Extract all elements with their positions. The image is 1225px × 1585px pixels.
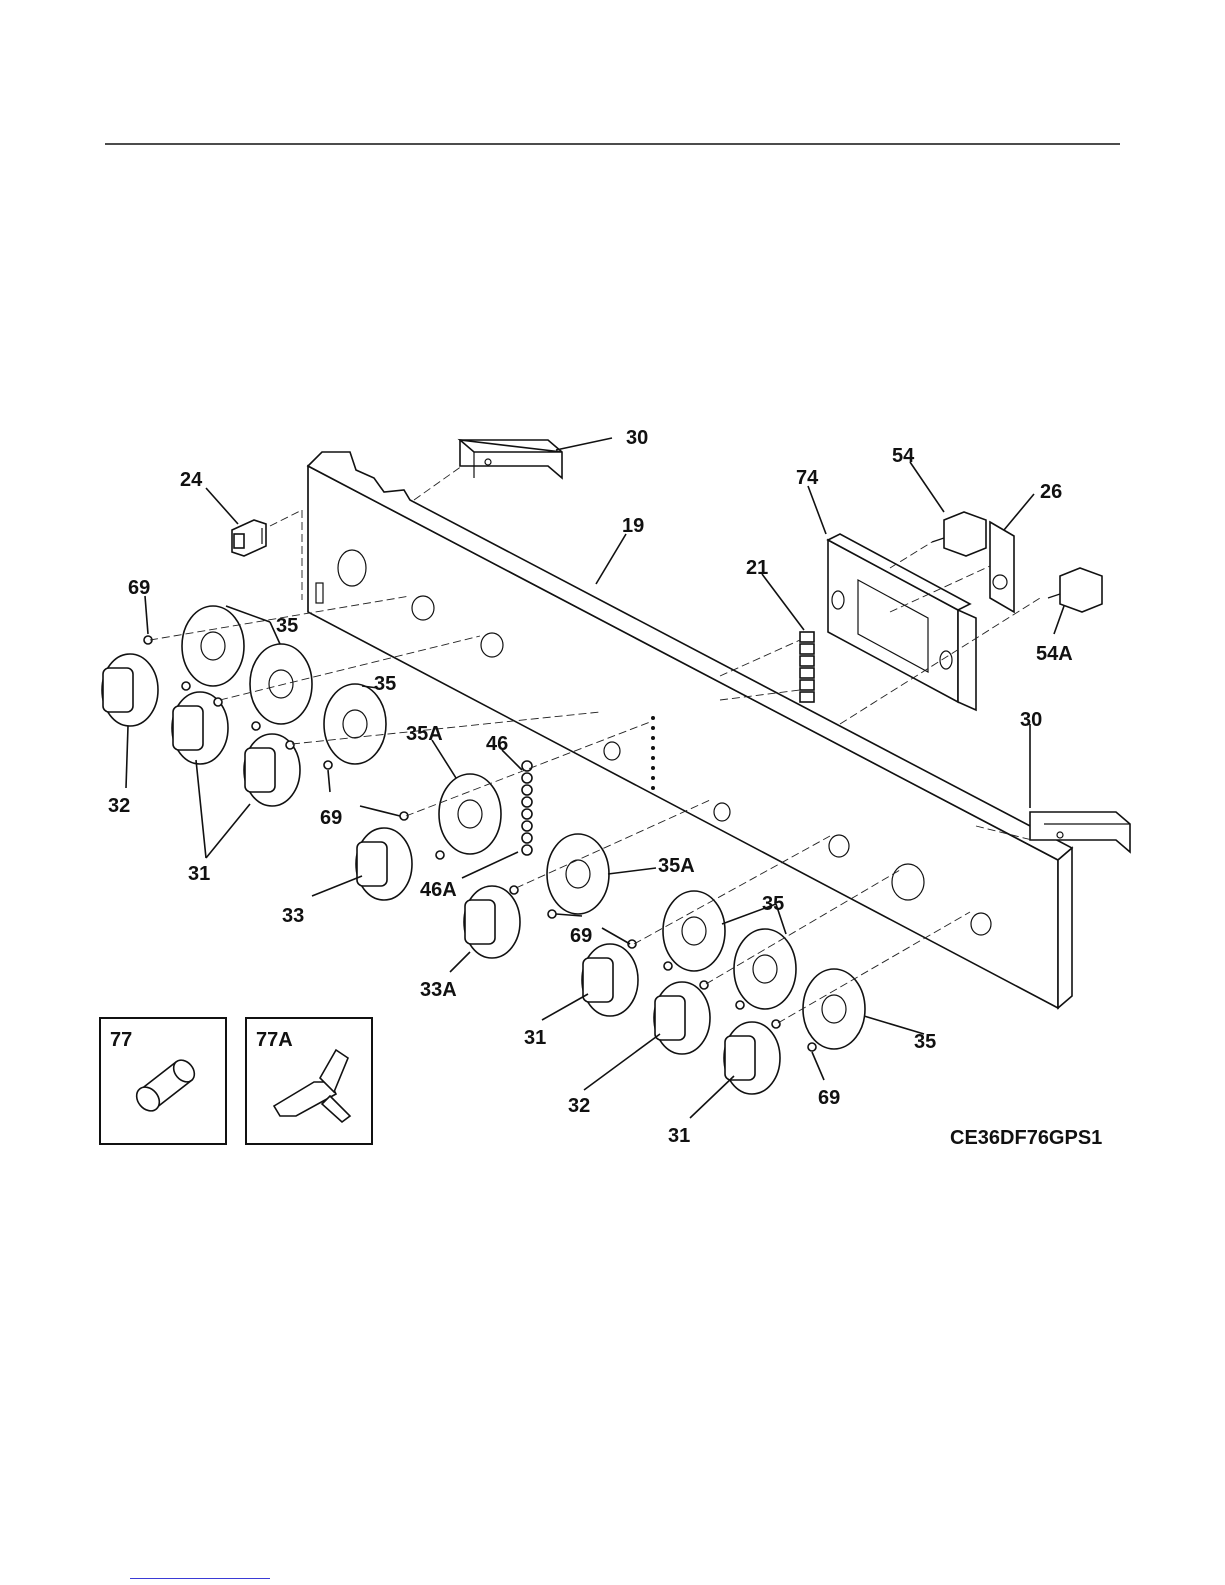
- footer-link-underline[interactable]: [130, 1578, 270, 1579]
- callout-26: 26: [1040, 481, 1062, 503]
- callout-54: 54: [892, 445, 915, 467]
- callout-35A-b: 35A: [658, 855, 695, 877]
- rocker-switch-24: [232, 520, 266, 556]
- thermostat-54A: [1048, 568, 1102, 612]
- callout-30-bottom: 30: [1020, 709, 1042, 731]
- callout-35A-a: 35A: [406, 723, 443, 745]
- callout-54A: 54A: [1036, 643, 1073, 665]
- callout-30-top: 30: [626, 427, 648, 449]
- callout-21: 21: [746, 557, 768, 579]
- callout-31-middle: 31: [524, 1027, 546, 1049]
- model-code: CE36DF76GPS1: [950, 1127, 1102, 1149]
- inset-77: 77: [100, 1018, 226, 1144]
- indicator-lights-46: [522, 761, 532, 855]
- callout-32-left: 32: [108, 795, 130, 817]
- inset-77-label: 77: [110, 1029, 132, 1051]
- callout-32-right: 32: [568, 1095, 590, 1117]
- callout-69-a: 69: [128, 577, 150, 599]
- bracket-30-top: [460, 440, 562, 478]
- thermostat-54: [932, 512, 986, 556]
- terminal-block-21: [800, 632, 814, 702]
- callout-33A: 33A: [420, 979, 457, 1001]
- callout-46: 46: [486, 733, 508, 755]
- inset-77A: 77A: [246, 1018, 372, 1144]
- callout-35-c: 35: [762, 893, 784, 915]
- callout-31-left: 31: [188, 863, 210, 885]
- callout-33: 33: [282, 905, 304, 927]
- callout-74: 74: [796, 467, 819, 489]
- callout-24: 24: [180, 469, 203, 491]
- callout-31-right: 31: [668, 1125, 690, 1147]
- callout-69-b: 69: [320, 807, 342, 829]
- callout-35-b: 35: [374, 673, 396, 695]
- inset-77A-label: 77A: [256, 1029, 293, 1051]
- callout-69-d: 69: [818, 1087, 840, 1109]
- callout-69-c: 69: [570, 925, 592, 947]
- control-board-26: [990, 522, 1014, 612]
- callout-46A: 46A: [420, 879, 457, 901]
- callout-19: 19: [622, 515, 644, 537]
- callout-35-a: 35: [276, 615, 298, 637]
- callout-35-d: 35: [914, 1031, 936, 1053]
